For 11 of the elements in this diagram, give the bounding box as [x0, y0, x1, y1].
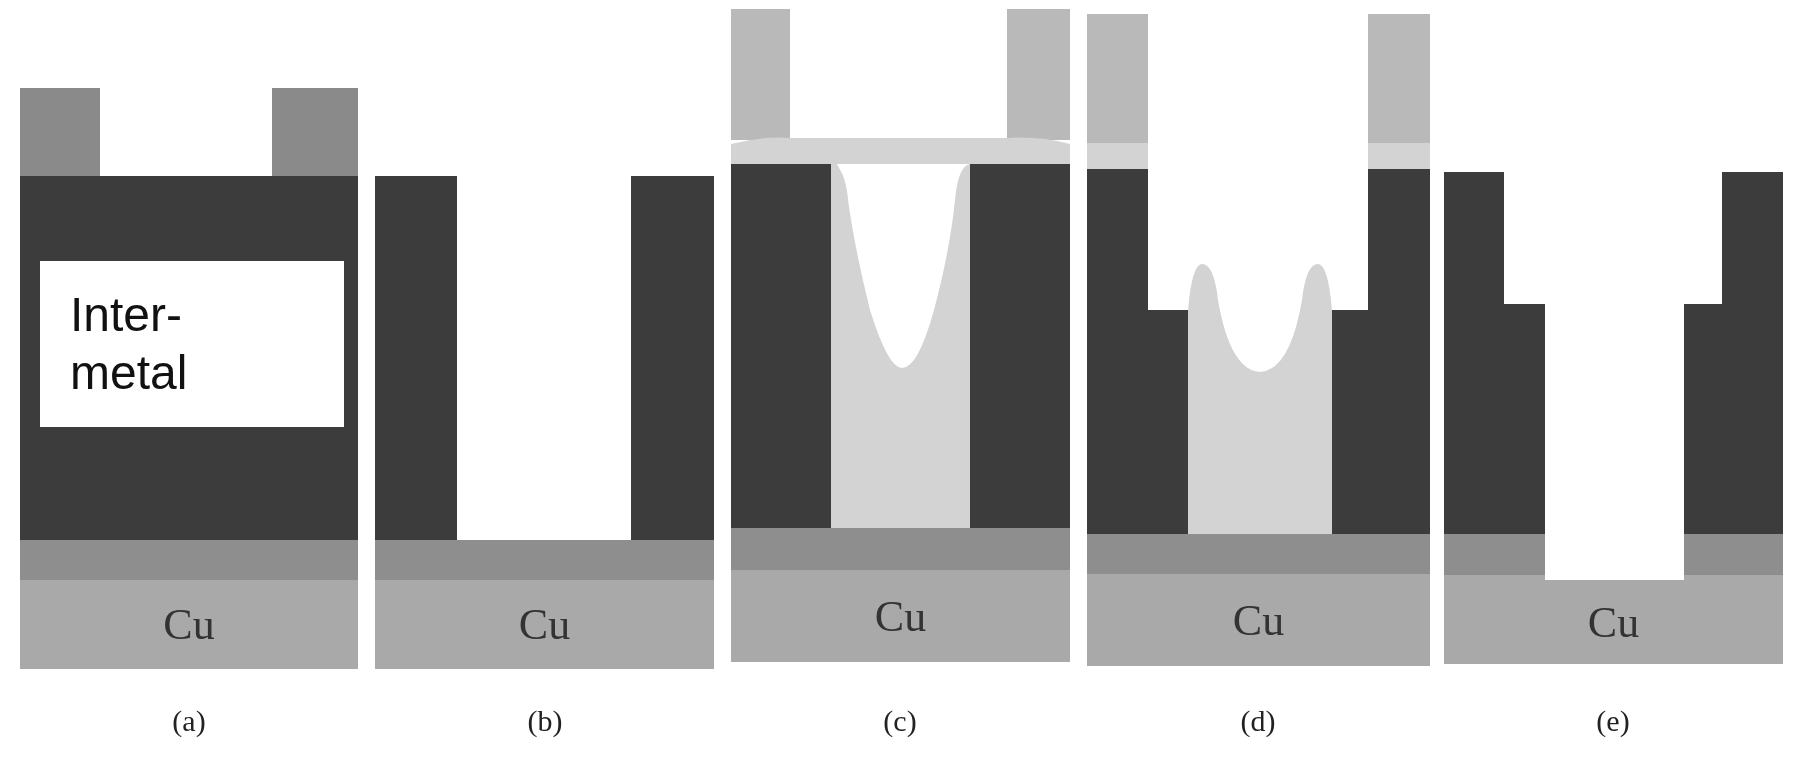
copper-layer: Cu — [1087, 574, 1430, 666]
panel-label: (c) — [883, 704, 917, 738]
panel-label: (e) — [1596, 704, 1630, 738]
text-panel: Inter- metal — [40, 261, 344, 427]
panel-label: (d) — [1240, 704, 1276, 738]
panel-label: (a) — [172, 704, 206, 738]
copper-layer: Cu — [731, 570, 1070, 662]
panel-label: (b) — [527, 704, 563, 738]
copper-layer: Cu — [375, 580, 714, 669]
copper-layer: Cu — [20, 580, 358, 669]
copper-layer: Cu — [1444, 580, 1783, 664]
